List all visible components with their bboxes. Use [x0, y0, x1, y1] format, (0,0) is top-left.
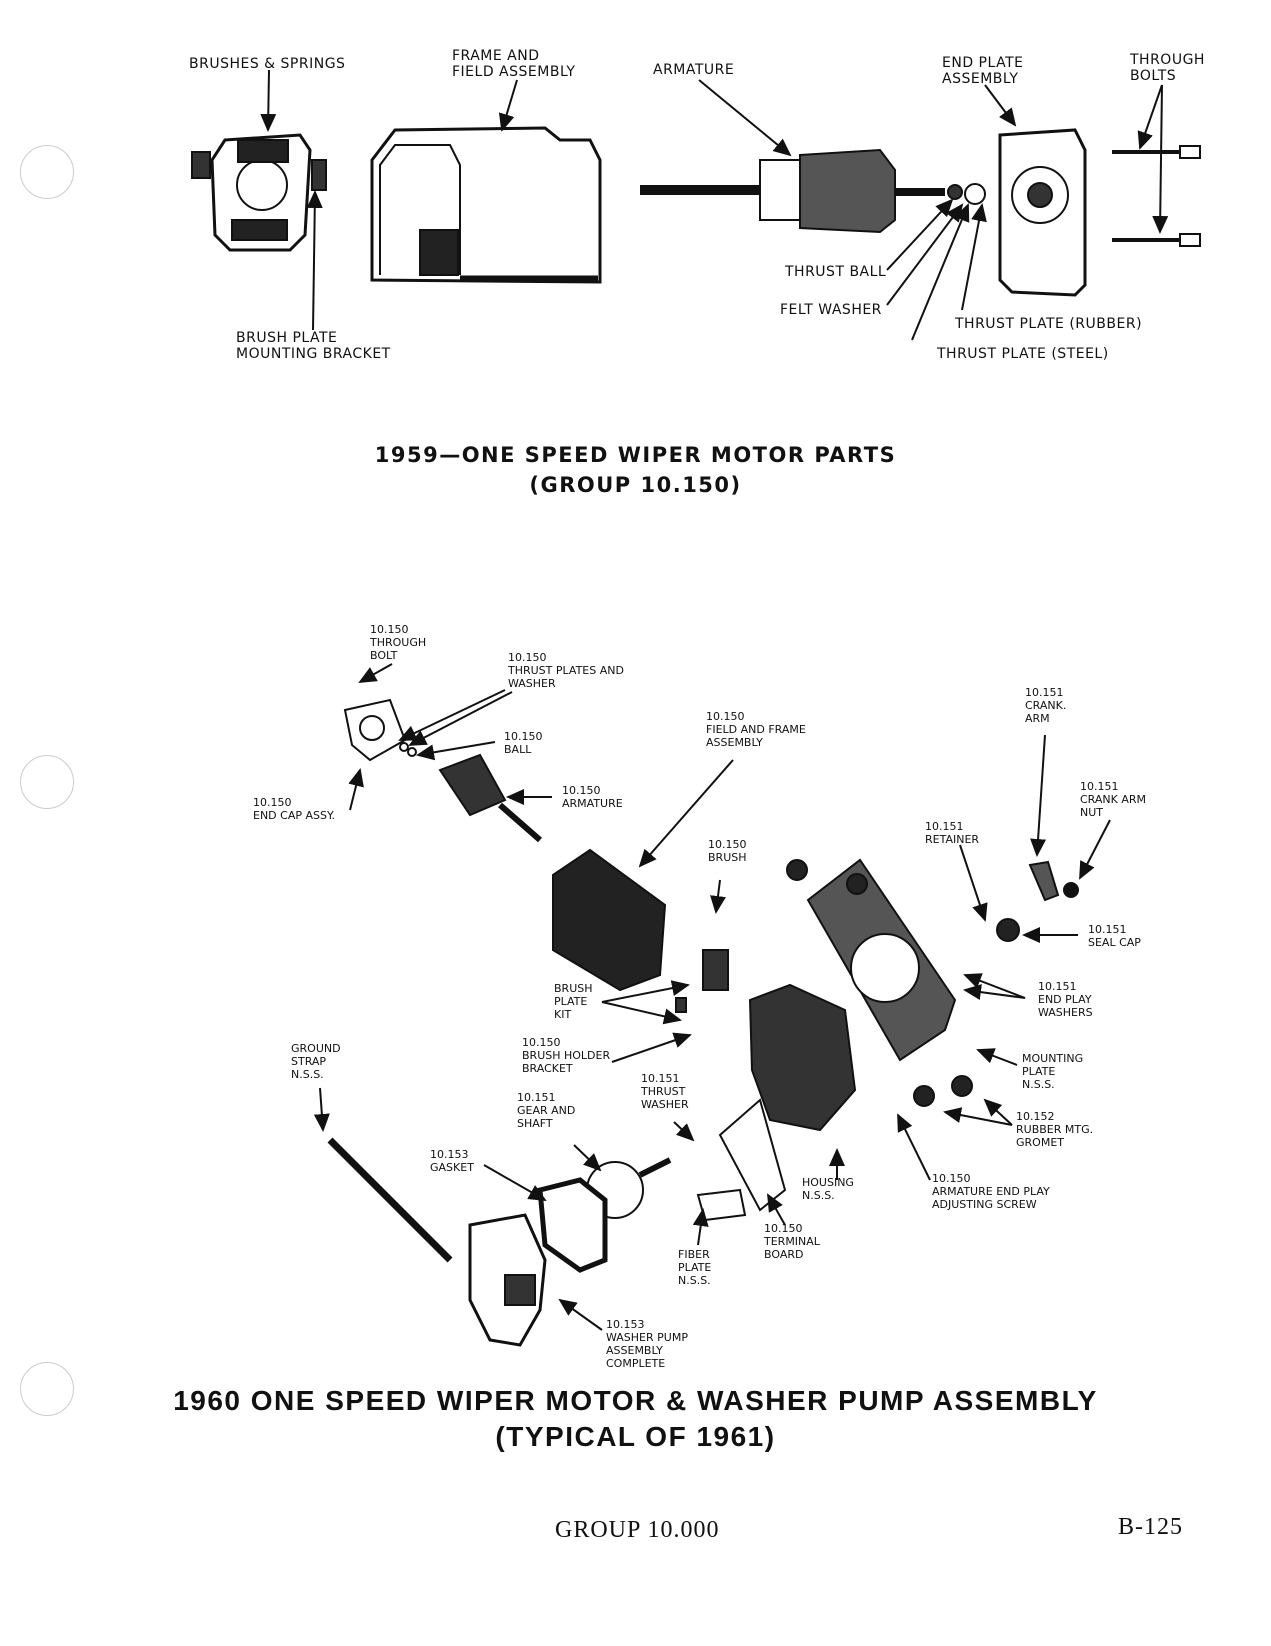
label-fiber-plate: FIBER PLATE N.S.S. — [678, 1248, 712, 1287]
punch-hole-top — [20, 145, 74, 199]
field-frame-bottom-drawing — [552, 848, 667, 992]
label-brush-holder-bracket: 10.150 BRUSH HOLDER BRACKET — [522, 1036, 611, 1075]
brush-holder-drawing — [675, 949, 729, 1013]
label-thrust-plate-rubber: THRUST PLATE (RUBBER) — [955, 316, 1143, 332]
frame-field-drawing — [370, 126, 602, 284]
label-mounting-plate: MOUNTING PLATE N.S.S. — [1022, 1052, 1084, 1091]
caption-1960-typical: (TYPICAL OF 1961) — [495, 1421, 776, 1452]
label-brushes-springs: BRUSHES & SPRINGS — [189, 56, 346, 72]
label-brush-plate-mounting-bracket: BRUSH PLATE MOUNTING BRACKET — [236, 330, 391, 362]
ground-strap-drawing — [327, 1137, 453, 1263]
label-washer-pump-assembly: 10.153 WASHER PUMP ASSEMBLY COMPLETE — [606, 1318, 688, 1370]
armature-drawing — [640, 148, 986, 234]
label-ground-strap: GROUND STRAP N.S.S. — [291, 1042, 341, 1081]
end-cap-drawing — [343, 698, 417, 762]
label-thrust-ball: THRUST BALL — [785, 264, 887, 280]
housing-drawing — [748, 983, 857, 1132]
label-gear-and-shaft: 10.151 GEAR AND SHAFT — [517, 1091, 576, 1130]
label-through-bolts: THROUGH BOLTS — [1130, 52, 1205, 84]
end-plate-drawing — [998, 128, 1087, 297]
label-retainer: 10.151 RETAINER — [925, 820, 980, 846]
footer-page-number: B-125 — [1118, 1514, 1183, 1540]
terminal-board-drawing — [696, 1098, 787, 1222]
label-armature: ARMATURE — [653, 62, 735, 78]
label-armature-bottom: 10.150 ARMATURE — [562, 784, 623, 810]
caption-1959-group: (GROUP 10.150) — [529, 473, 742, 497]
punch-hole-middle — [20, 755, 74, 809]
label-adjusting-screw: 10.150 ARMATURE END PLAY ADJUSTING SCREW — [932, 1172, 1050, 1211]
crank-arm-drawing — [996, 860, 1079, 942]
label-through-bolt: 10.150 THROUGH BOLT — [370, 623, 427, 662]
washer-pump-drawing — [468, 1213, 547, 1347]
label-seal-cap: 10.151 SEAL CAP — [1088, 923, 1141, 949]
label-crank-arm: 10.151 CRANK. ARM — [1025, 686, 1067, 725]
label-crank-arm-nut: 10.151 CRANK ARM NUT — [1080, 780, 1146, 819]
through-bolts-drawing — [1112, 145, 1201, 247]
label-end-play-washers: 10.151 END PLAY WASHERS — [1038, 980, 1093, 1019]
mounting-plate-drawing — [786, 858, 973, 1107]
label-felt-washer: FELT WASHER — [780, 302, 882, 318]
brush-plate-drawing — [191, 133, 327, 252]
punch-hole-bottom — [20, 1362, 74, 1416]
label-brush-plate-kit: BRUSH PLATE KIT — [554, 982, 593, 1021]
footer-group: GROUP 10.000 — [555, 1517, 720, 1543]
label-gasket: 10.153 GASKET — [430, 1148, 474, 1174]
label-ball: 10.150 BALL — [504, 730, 543, 756]
label-end-cap-assy: 10.150 END CAP ASSY. — [253, 796, 335, 822]
caption-1959-title: 1959—ONE SPEED WIPER MOTOR PARTS — [374, 443, 897, 467]
label-thrust-plate-steel: THRUST PLATE (STEEL) — [937, 346, 1109, 362]
label-thrust-plates-washer: 10.150 THRUST PLATES AND WASHER — [508, 651, 624, 690]
label-housing: HOUSING N.S.S. — [802, 1176, 854, 1202]
label-thrust-washer: 10.151 THRUST WASHER — [641, 1072, 689, 1111]
gasket-drawing — [537, 1177, 608, 1273]
label-brush: 10.150 BRUSH — [708, 838, 747, 864]
label-end-plate-assembly: END PLATE ASSEMBLY — [942, 55, 1024, 87]
caption-1960-title: 1960 ONE SPEED WIPER MOTOR & WASHER PUMP… — [173, 1385, 1098, 1416]
label-terminal-board: 10.150 TERMINAL BOARD — [764, 1222, 820, 1261]
label-rubber-mtg-gromet: 10.152 RUBBER MTG. GROMET — [1016, 1110, 1094, 1149]
label-frame-field-assembly: FRAME AND FIELD ASSEMBLY — [452, 48, 576, 80]
label-field-frame-assembly: 10.150 FIELD AND FRAME ASSEMBLY — [706, 710, 806, 749]
armature-bottom-drawing — [438, 753, 542, 843]
